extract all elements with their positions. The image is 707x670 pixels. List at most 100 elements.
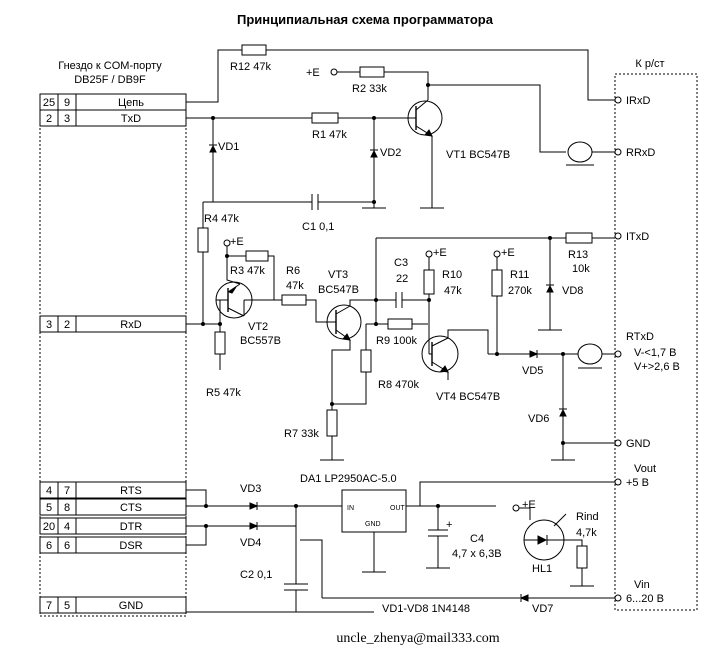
svg-text:DSR: DSR [119, 540, 142, 552]
svg-text:7: 7 [46, 600, 52, 612]
vd8-label: VD8 [562, 285, 583, 297]
diode-vd1 [209, 144, 217, 153]
plus-e-r11: +E [501, 247, 515, 259]
da1-label: DA1 LP2950AC-5.0 [300, 473, 397, 485]
svg-text:RTS: RTS [120, 485, 142, 497]
plus-e-top: +E [306, 67, 320, 79]
svg-text:GND: GND [119, 600, 144, 612]
svg-text:GND: GND [626, 438, 651, 450]
terminal-gnd: GND [614, 438, 651, 450]
resistor-r13 [565, 232, 593, 244]
terminal-rrxd: RRxD [614, 147, 655, 159]
resistor-r7 [326, 409, 338, 437]
da1-pin-out: OUT [390, 505, 406, 512]
diodes-note: VD1-VD8 1N4148 [382, 603, 470, 615]
vt3-label-2: BC547B [318, 284, 359, 296]
svg-text:25: 25 [43, 97, 55, 109]
svg-text:5: 5 [46, 502, 52, 514]
diode-vd6 [559, 408, 567, 417]
resistor-r10 [423, 269, 435, 295]
vt1-label: VT1 BC547B [446, 149, 510, 161]
svg-text:Цепь: Цепь [118, 97, 144, 109]
r2-label: R2 33k [352, 83, 387, 95]
vt3-label-1: VT3 [328, 269, 348, 281]
svg-text:6: 6 [64, 540, 70, 552]
c1-label: C1 0,1 [302, 221, 334, 233]
transistor-vt3 [326, 304, 362, 341]
svg-text:ITxD: ITxD [626, 231, 649, 243]
vd2-label: VD2 [380, 147, 401, 159]
transistor-vt4 [421, 335, 459, 373]
r13-label-1: R13 [568, 249, 588, 261]
led-hl1 [523, 513, 567, 561]
vt4-label: VT4 BC547B [436, 391, 500, 403]
r11-label-2: 270k [508, 285, 532, 297]
vd5-label: VD5 [522, 365, 543, 377]
resistor-r6 [281, 294, 307, 306]
terminal-itxd: ITxD [614, 231, 649, 243]
resistor-r8 [360, 349, 372, 373]
svg-text:6: 6 [46, 540, 52, 552]
svg-text:5: 5 [64, 600, 70, 612]
vd1-label: VD1 [218, 141, 239, 153]
diode-vd4 [249, 522, 259, 530]
transistor-vt1 [407, 96, 443, 137]
left-header-line1: Гнездо к COM-порту [58, 60, 162, 72]
r10-label-1: R10 [442, 269, 462, 281]
r1-label: R1 47k [312, 129, 347, 141]
resistor-r5 [214, 331, 226, 355]
da1-pin-in: IN [347, 505, 354, 512]
r13-label-2: 10k [572, 263, 590, 275]
c3-label-2: 22 [396, 273, 408, 285]
resistor-r3 [245, 250, 269, 262]
r9-label: R9 100k [376, 335, 417, 347]
diode-vd8 [546, 284, 554, 293]
svg-text:DTR: DTR [120, 521, 143, 533]
diagram-title: Принципиальная схема программатора [237, 12, 494, 27]
vd4-label: VD4 [240, 537, 261, 549]
ferrite-bead-rrxd [567, 141, 593, 163]
diode-vd2 [370, 149, 378, 158]
r6-label-1: R6 [286, 265, 300, 277]
resistor-r1 [311, 112, 339, 124]
r12-label: R12 47k [230, 61, 271, 73]
r4-label: R4 47k [204, 213, 239, 225]
svg-text:TxD: TxD [121, 113, 141, 125]
terminal-vout: Vout +5 В [614, 463, 656, 489]
resistor-rind [576, 545, 588, 569]
r3-label: R3 47k [230, 265, 265, 277]
plus-e-vt2: +E [230, 236, 244, 248]
terminal-vin: Vin 6...20 В [614, 579, 664, 605]
footer-email: uncle_zhenya@mail333.com [336, 631, 499, 646]
diode-vd5 [529, 350, 539, 358]
svg-text:RxD: RxD [120, 319, 141, 331]
diode-vd3 [249, 502, 259, 510]
r11-label-1: R11 [510, 269, 529, 281]
rind-label-1: Rind [576, 511, 599, 523]
r6-label-2: 47k [286, 280, 304, 292]
r5-label: R5 47k [206, 387, 241, 399]
vd3-label: VD3 [240, 483, 261, 495]
left-header-line2: DB25F / DB9F [74, 74, 146, 86]
vt2-label-2: BC557B [240, 335, 281, 347]
plus-e-led: +E [522, 499, 536, 511]
svg-text:+5 В: +5 В [626, 477, 649, 489]
vt2-label-1: VT2 [248, 321, 268, 333]
rind-label-2: 4,7k [576, 527, 597, 539]
svg-text:3: 3 [64, 113, 70, 125]
r10-label-2: 47k [444, 285, 462, 297]
resistor-r12 [241, 44, 267, 56]
svg-text:2: 2 [46, 113, 52, 125]
vd6-label: VD6 [528, 413, 549, 425]
svg-text:20: 20 [43, 521, 55, 533]
resistor-r11 [491, 269, 503, 297]
r7-label: R7 33k [284, 428, 319, 440]
ferrite-bead-rtxd [577, 343, 603, 365]
svg-text:Vin: Vin [634, 579, 650, 591]
svg-text:3: 3 [46, 319, 52, 331]
